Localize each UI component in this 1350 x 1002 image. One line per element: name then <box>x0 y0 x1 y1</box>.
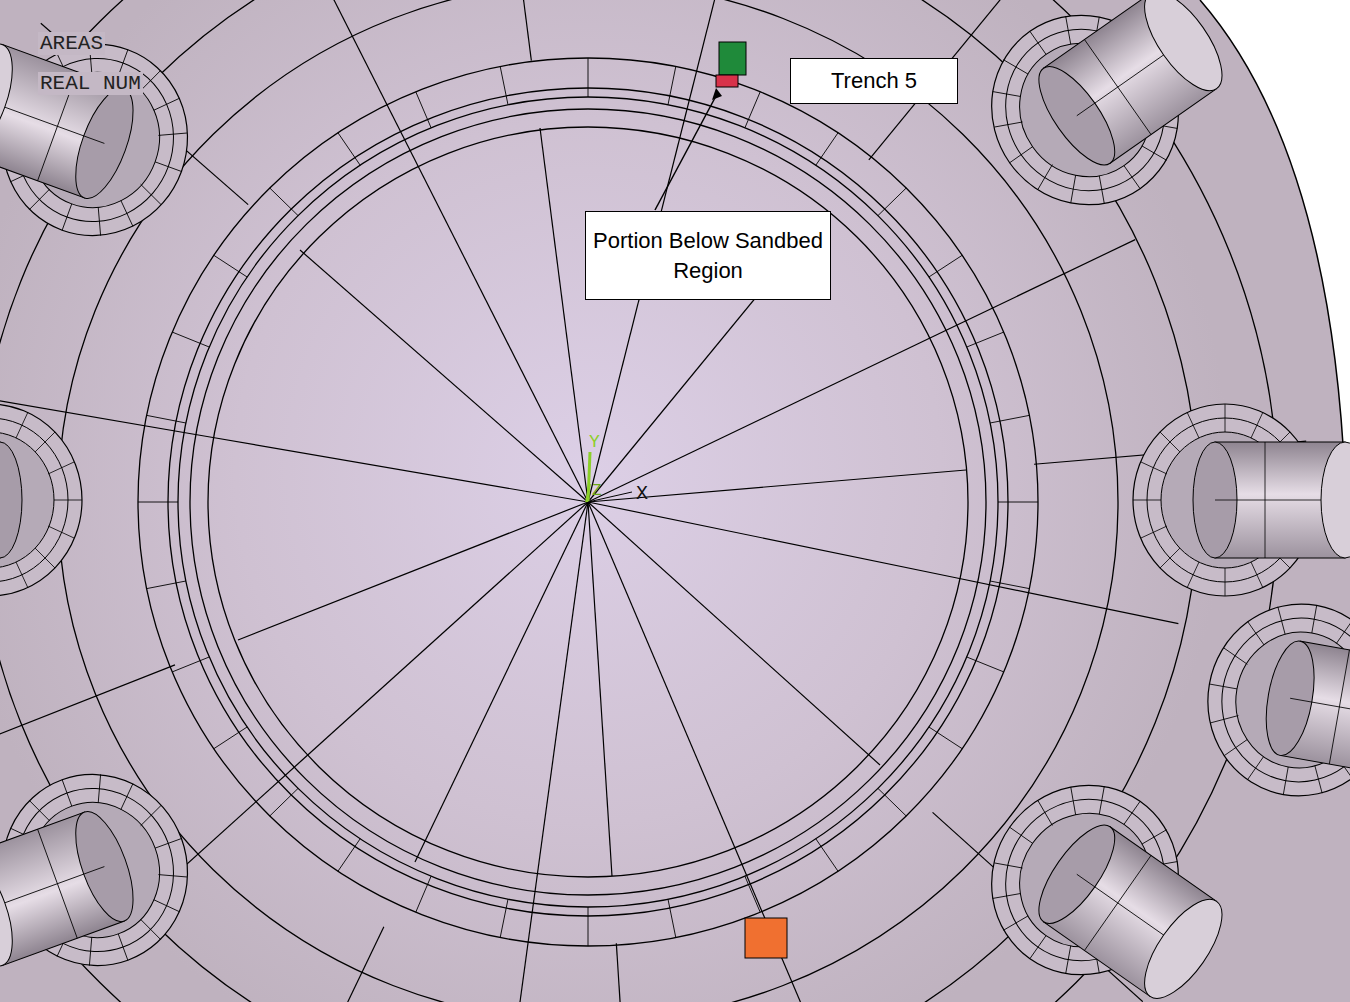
callout-text: Portion Below Sandbed Region <box>586 226 830 286</box>
axis-label: Y <box>589 432 600 452</box>
axis-label: Z <box>592 482 602 500</box>
callout-box: Trench 5 <box>790 58 958 104</box>
callout-box: Portion Below Sandbed Region <box>585 211 831 300</box>
axis-label: X <box>636 482 648 505</box>
plot-title: AREAS <box>38 32 105 55</box>
callout-text: Trench 5 <box>831 66 917 96</box>
plot-title: REAL NUM <box>38 72 143 95</box>
